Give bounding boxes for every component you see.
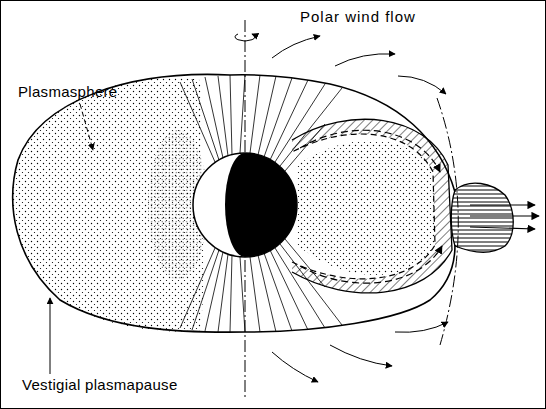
flow-arrow — [300, 246, 442, 283]
leader-line — [50, 298, 51, 374]
field-line — [240, 257, 245, 332]
field-line — [264, 78, 292, 157]
flow-arrow — [300, 130, 440, 172]
rotation-axis — [245, 20, 246, 400]
field-line — [230, 75, 232, 155]
outflow-arrow — [470, 227, 535, 229]
field-line — [250, 75, 260, 153]
earth-night-side — [225, 153, 297, 257]
field-line — [218, 254, 228, 332]
label-text: Polar wind flow — [300, 8, 416, 26]
band-outer-edge — [292, 119, 452, 293]
outflow-arrow — [470, 204, 535, 205]
label-text: Plasmasphere — [18, 83, 117, 101]
polar-wind-arrow — [395, 322, 448, 332]
field-line — [264, 253, 292, 331]
field-line — [258, 255, 276, 332]
hatched-band — [292, 119, 452, 293]
rotation-arrow — [235, 34, 255, 41]
polar-wind-arrow — [272, 352, 318, 382]
field-line — [192, 250, 219, 330]
detached-plasma — [451, 183, 513, 252]
field-line — [180, 82, 215, 162]
inner-plasma-stipple — [297, 141, 435, 275]
field-line — [218, 76, 228, 156]
field-line — [180, 248, 215, 328]
polar-wind-arrow — [272, 36, 320, 58]
plasmapause-boundary — [13, 74, 455, 332]
field-line — [240, 75, 245, 153]
field-line — [205, 77, 223, 158]
field-line — [275, 248, 325, 328]
field-line — [275, 84, 325, 162]
polar-wind-arrow — [398, 76, 446, 94]
polar-wind-arrow — [330, 345, 392, 366]
field-line — [192, 79, 219, 160]
field-line — [250, 257, 260, 332]
label-text: Vestigial plasmapause — [22, 376, 178, 394]
field-line — [205, 252, 223, 331]
band-inner-edge — [292, 134, 435, 279]
leader-line — [80, 104, 93, 150]
polar-wind-arrow — [335, 54, 395, 66]
field-line — [230, 255, 232, 332]
field-line — [270, 250, 308, 330]
outflow-arrow — [470, 215, 539, 216]
field-line — [258, 76, 276, 155]
